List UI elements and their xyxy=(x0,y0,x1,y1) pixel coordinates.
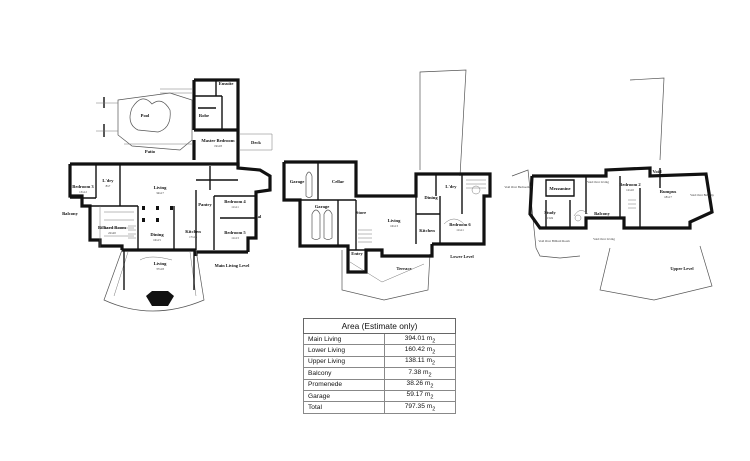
room-label-store: Store xyxy=(356,210,366,215)
room-dims-bedroom-5: 11x13 xyxy=(231,236,239,240)
room-label-cellar: Cellar xyxy=(332,179,344,184)
room-dims-master-bedroom: 19x18 xyxy=(214,144,222,148)
room-label-void: Void xyxy=(652,169,661,174)
room-dims-dining: 16x15 xyxy=(153,238,161,242)
room-label-bedroom-2: Bedroom 2 xyxy=(619,182,641,187)
area-label: Total xyxy=(303,401,385,414)
living-bay-window xyxy=(146,291,174,306)
room-label-living: Living xyxy=(154,185,167,190)
area-label: Upper Living xyxy=(303,355,385,369)
room-label-bedroom-6: Bedroom 6 xyxy=(449,222,471,227)
room-dims-bedroom-6: 11x11 xyxy=(456,228,464,232)
room-dims-rumpus: 18x17 xyxy=(664,195,672,199)
area-summary-table: Area (Estimate only) Main Living 394.01 … xyxy=(303,318,456,414)
area-label: Promenede xyxy=(303,378,385,391)
room-dims-kitchen: 17x16 xyxy=(189,235,197,239)
room-label-terrace: Terrace xyxy=(396,266,411,271)
room-label-void-balcony: Void Over Balcony xyxy=(690,193,714,197)
living-bay-outline xyxy=(103,249,205,312)
room-label-billiard-room: Billiard Room xyxy=(98,225,126,230)
car-icon xyxy=(323,209,333,240)
room-label-balcony: Balcony xyxy=(62,211,79,216)
room-label-pantry: Pantry xyxy=(198,202,212,207)
room-dims-billiard-room: 22x20 xyxy=(108,231,116,235)
table-row: Total 797.35 m2 xyxy=(303,401,456,414)
pool-shape xyxy=(129,98,171,133)
room-dims-bedroom-2: 12x10 xyxy=(626,188,634,192)
room-dims-lower-living: 16x13 xyxy=(390,224,398,228)
room-label-kitchen: Kitchen xyxy=(185,229,201,234)
lower-level-plan: Garage Cellar Garage Store Living 16x13 … xyxy=(282,69,492,301)
room-label-laundry: L'dry xyxy=(102,178,114,183)
upper-level-outer-walls xyxy=(528,166,714,230)
room-label-lower-kitchen: Kitchen xyxy=(419,228,435,233)
room-label-pool: Pool xyxy=(141,113,150,118)
room-label-garage-2: Garage xyxy=(315,204,330,209)
room-label-upper-balcony: Balcony xyxy=(594,211,611,216)
area-table-title: Area (Estimate only) xyxy=(303,318,456,334)
room-label-deck: Deck xyxy=(251,140,261,145)
area-label: Lower Living xyxy=(303,344,385,357)
table-row: Garage 59.17 m2 xyxy=(303,389,456,403)
area-label: Garage xyxy=(303,389,385,403)
room-label-void-living-1: Void Over Living xyxy=(587,180,609,184)
room-label-bedroom-3: Bedroom 3 xyxy=(72,184,94,189)
room-label-bal: Bal xyxy=(255,214,262,219)
room-label-rumpus: Rumpus xyxy=(660,189,677,194)
room-dims-bedroom-4: 11x11 xyxy=(231,205,239,209)
room-label-bedroom-5: Bedroom 5 xyxy=(224,230,246,235)
area-value: 7.38 m2 xyxy=(384,367,456,380)
area-value: 38.26 m2 xyxy=(384,378,456,391)
room-label-void-billiard-room: Void Over Billiard Room xyxy=(538,239,570,243)
terrace-outline xyxy=(341,250,431,301)
lower-driveway-outline xyxy=(419,69,467,177)
room-label-lower-living: Living xyxy=(154,261,167,266)
table-row: Main Living 394.01 m2 xyxy=(303,332,456,346)
room-label-ensuite: Ensuite xyxy=(219,81,234,86)
room-label-patio: Patio xyxy=(145,149,156,154)
area-value: 797.35 m2 xyxy=(384,401,456,414)
lower-level-title: Lower Level xyxy=(450,254,474,259)
room-label-bedroom-4: Bedroom 4 xyxy=(224,199,246,204)
room-label-void-living-2: Void Over Living xyxy=(593,237,615,241)
car-icon xyxy=(305,171,313,198)
upper-level-plan: Void Over Bedroom 3 Mezzanine Void Over … xyxy=(504,77,714,301)
room-label-garage-1: Garage xyxy=(290,179,305,184)
table-row: Promenede 38.26 m2 xyxy=(303,378,456,391)
main-level-title: Main Living Level xyxy=(215,263,250,268)
room-label-void-bedroom-3: Void Over Bedroom 3 xyxy=(504,185,532,189)
room-label-master-bedroom: Master Bedroom xyxy=(201,138,234,143)
master-wing-walls xyxy=(192,78,240,166)
area-value: 59.17 m2 xyxy=(384,389,456,403)
room-label-lower-living: Living xyxy=(388,218,401,223)
table-row: Upper Living 138.11 m2 xyxy=(303,355,456,369)
room-dims-study: 15x9 xyxy=(547,216,554,220)
room-label-lower-laundry: L'dry xyxy=(445,184,457,189)
table-row: Balcony 7.38 m2 xyxy=(303,367,456,380)
pool-deck-outline xyxy=(117,92,193,151)
main-living-level-plan: Pool Patio Deck Master Bedroom 19x18 Rob… xyxy=(62,78,273,312)
area-value: 394.01 m2 xyxy=(384,332,456,346)
area-label: Main Living xyxy=(303,332,385,346)
room-dims-laundry: 8x7 xyxy=(106,184,111,188)
area-label: Balcony xyxy=(303,367,385,380)
car-icon xyxy=(311,209,321,240)
room-label-entry: Entry xyxy=(351,251,363,256)
upper-roof-outline xyxy=(511,77,713,301)
room-label-lower-dining: Dining xyxy=(424,195,438,200)
room-dims-living: 34x17 xyxy=(156,191,164,195)
room-label-dining: Dining xyxy=(150,232,164,237)
table-row: Lower Living 160.42 m2 xyxy=(303,344,456,357)
area-value: 160.42 m2 xyxy=(384,344,456,357)
room-label-mezzanine: Mezzanine xyxy=(549,186,570,191)
area-value: 138.11 m2 xyxy=(384,355,456,369)
room-dims-lower-living: 37x18 xyxy=(156,267,164,271)
room-label-study: Study xyxy=(544,210,556,215)
lower-level-outer-walls xyxy=(282,160,492,274)
room-dims-bedroom-3: 13x12 xyxy=(79,190,87,194)
upper-level-title: Upper Level xyxy=(670,266,694,271)
main-level-outer-walls xyxy=(68,162,272,256)
room-label-robe: Robe xyxy=(199,113,209,118)
